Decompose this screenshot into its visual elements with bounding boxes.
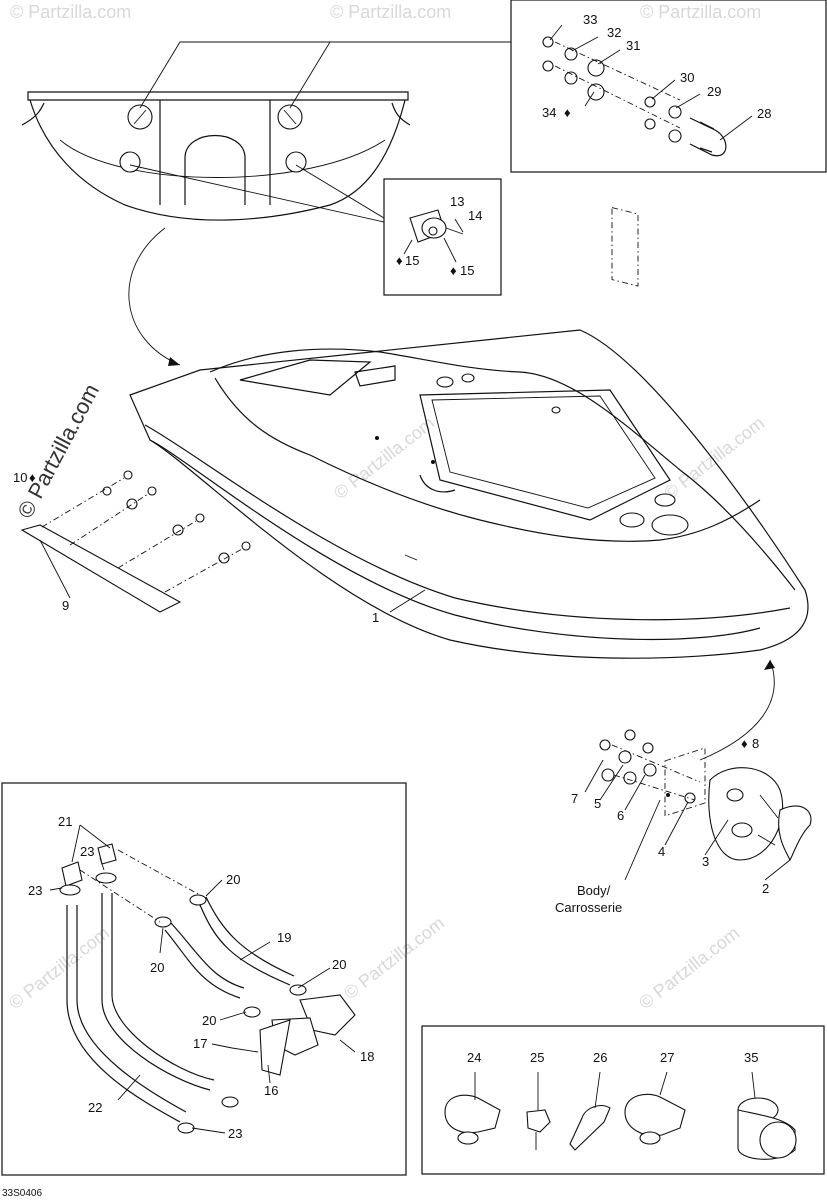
callout-31: 31 [626,38,640,53]
callout-28: 28 [757,106,771,121]
sealant-icon: ♦ [741,736,748,751]
arrow-head [764,660,775,670]
callout-26: 26 [593,1050,607,1065]
fitting-assembly [403,209,464,263]
box-hardware-detail [421,1025,825,1175]
callout-20: 20 [202,1013,216,1028]
sealant-icon: ♦ [450,263,457,278]
callout-3: 3 [702,854,709,869]
callout-15: 15 [405,253,419,268]
callout-34: 34 [542,105,556,120]
assembly-arrow [699,659,775,761]
watermark: © Partzilla.com [660,413,768,503]
box-u-bolt-detail [510,0,827,173]
callout-22: 22 [88,1100,102,1115]
watermark: © Partzilla.com [635,923,743,1013]
callout-24: 24 [467,1050,481,1065]
u-bolt-assembly [542,36,727,287]
watermarks: © Partzilla.com © Partzilla.com © Partzi… [5,2,768,1013]
hull-body [129,329,809,659]
callout-23: 23 [28,883,42,898]
rub-rail [20,470,251,613]
hardware-items [444,1093,797,1160]
callout-labels: 33 32 31 30 29 28 34 ♦ 13 14 ♦ 15 ♦ 15 1… [2,12,771,1199]
callout-27: 27 [660,1050,674,1065]
body-label: Body/ [577,883,611,898]
callout-6: 6 [617,808,624,823]
eyelet-assembly [599,729,812,862]
callout-18: 18 [360,1049,374,1064]
watermark: © Partzilla.com [5,923,113,1013]
assembly-arrow [128,227,181,366]
callout-21: 21 [58,814,72,829]
callout-10: 10 [13,470,27,485]
watermark: © Partzilla.com [10,2,131,22]
arrow-head [168,357,180,366]
body-label-french: Carrosserie [555,900,622,915]
callout-25: 25 [530,1050,544,1065]
callout-29: 29 [707,84,721,99]
callout-20: 20 [150,960,164,975]
callout-13: 13 [450,194,464,209]
sealant-icon: ♦ [396,253,403,268]
drawing-code: 33S0406 [2,1188,42,1199]
callout-17: 17 [193,1036,207,1051]
sealant-icon: ♦ [29,470,36,485]
callout-1: 1 [372,610,379,625]
box-hose-detail [1,782,407,1176]
callout-4: 4 [658,844,665,859]
callout-33: 33 [583,12,597,27]
callout-35: 35 [744,1050,758,1065]
watermark: © Partzilla.com [330,413,438,503]
watermark: © Partzilla.com [330,2,451,22]
callout-23: 23 [228,1126,242,1141]
hull-bottom [21,41,511,223]
sealant-icon: ♦ [564,105,571,120]
leader-lines [39,24,791,1134]
hose-assembly [59,843,356,1134]
callout-20: 20 [332,957,346,972]
watermark: © Partzilla.com [340,913,448,1003]
callout-20: 20 [226,872,240,887]
callout-30: 30 [680,70,694,85]
callout-8: 8 [752,736,759,751]
callout-2: 2 [762,881,769,896]
callout-14: 14 [468,208,482,223]
callout-9: 9 [62,598,69,613]
callout-16: 16 [264,1083,278,1098]
box-fitting-detail [383,178,502,296]
callout-5: 5 [594,796,601,811]
callout-19: 19 [277,930,291,945]
callout-23: 23 [80,844,94,859]
callout-15: 15 [460,263,474,278]
callout-7: 7 [571,791,578,806]
watermark: © Partzilla.com [12,380,104,523]
watermark: © Partzilla.com [640,2,761,22]
callout-32: 32 [607,25,621,40]
